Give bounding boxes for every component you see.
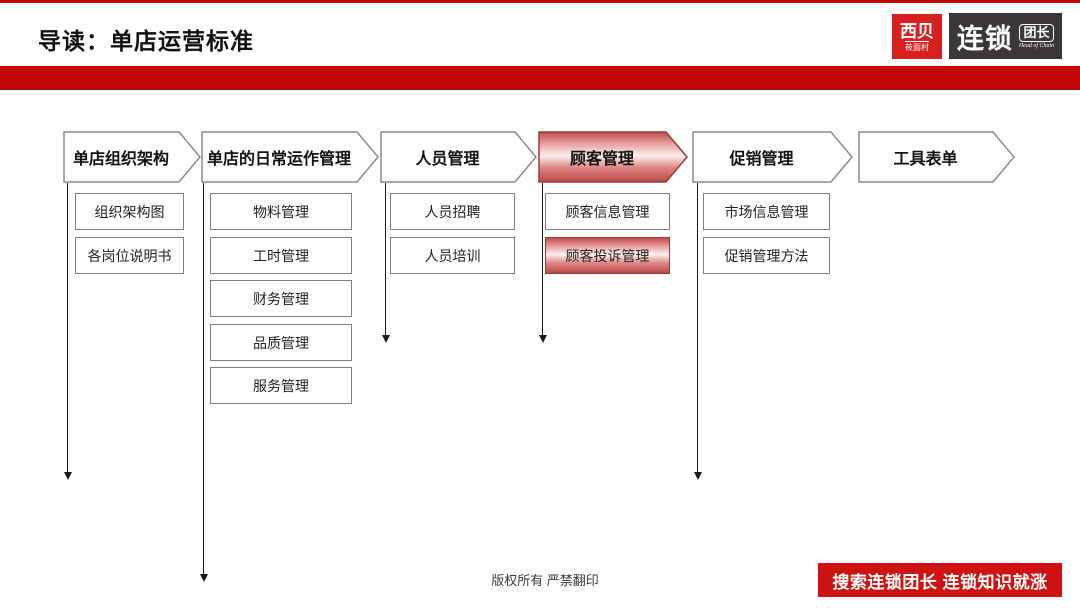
diagram-item: 工时管理 (210, 237, 352, 274)
diagram-item-label: 人员培训 (424, 247, 481, 264)
arrowhead-icon (693, 472, 702, 480)
copyright-text: 版权所有 严禁翻印 (491, 573, 599, 588)
arrow-line (67, 183, 68, 473)
diagram-item-label: 工时管理 (253, 247, 309, 264)
xibei-logo-text: 西贝 (900, 21, 934, 41)
diagram-item-label: 市场信息管理 (724, 203, 809, 220)
diagram-item-label: 组织架构图 (94, 203, 165, 220)
diagram-item: 人员招聘 (390, 193, 515, 230)
diagram-item-label: 物料管理 (253, 203, 309, 220)
diagram-item: 各岗位说明书 (75, 237, 184, 274)
xibei-logo-subtext: 莜面村 (905, 40, 929, 52)
chain-leader-logo: 连锁 团长 Head of Chain (949, 13, 1062, 59)
diagram-item: 组织架构图 (75, 193, 184, 230)
diagram-item-label: 品质管理 (253, 334, 309, 351)
chevron-arrow-shape (63, 131, 201, 183)
xibei-logo: 西贝 莜面村 (892, 14, 942, 59)
diagram-item: 市场信息管理 (703, 193, 830, 230)
flow-down-arrow (63, 183, 72, 480)
column-header-label: 单店组织架构 (72, 151, 169, 168)
arrowhead-icon (199, 574, 208, 582)
diagram-item-label: 顾客信息管理 (565, 203, 650, 220)
arrow-line (542, 183, 543, 336)
flow-down-arrow (538, 183, 547, 343)
diagram-item-label: 各岗位说明书 (87, 247, 172, 264)
chain-logo-badge-group: 团长 Head of Chain (1018, 23, 1055, 49)
diagram-item: 品质管理 (210, 324, 352, 361)
diagram-item-label: 服务管理 (253, 377, 309, 394)
arrow-line (203, 183, 204, 575)
diagram-item: 顾客信息管理 (545, 193, 670, 230)
column-header: 单店的日常运作管理 (201, 131, 379, 183)
diagram-item-label: 人员招聘 (424, 203, 481, 220)
column-header-label: 工具表单 (893, 151, 958, 168)
chevron-arrow-shape (858, 131, 1015, 183)
chevron-arrow-shape (380, 131, 537, 183)
column-header-label: 单店的日常运作管理 (206, 151, 351, 168)
diagram-item: 服务管理 (210, 367, 352, 404)
arrow-line (385, 183, 386, 336)
promo-banner: 搜索连锁团长 连锁知识就涨 (818, 563, 1062, 597)
top-accent-line (0, 0, 1080, 3)
arrowhead-icon (381, 335, 390, 343)
arrowhead-icon (538, 335, 547, 343)
chain-logo-badge: 团长 (1019, 23, 1054, 42)
diagram-item-label: 财务管理 (253, 290, 309, 307)
column-header-label: 顾客管理 (569, 151, 634, 168)
header-divider-bar (0, 66, 1080, 90)
diagram-item: 财务管理 (210, 280, 352, 317)
diagram-item: 物料管理 (210, 193, 352, 230)
chain-logo-subtitle: Head of Chain (1018, 42, 1055, 49)
column-header-label: 人员管理 (415, 151, 480, 168)
column-header: 单店组织架构 (63, 131, 201, 183)
column-header: 工具表单 (858, 131, 1015, 183)
diagram-item: 顾客投诉管理 (545, 237, 670, 274)
page-title: 导读：单店运营标准 (38, 28, 254, 54)
chevron-arrow-shape (692, 131, 853, 183)
column-header: 顾客管理 (538, 131, 688, 183)
column-header: 人员管理 (380, 131, 537, 183)
diagram-item: 促销管理方法 (703, 237, 830, 274)
column-header-label: 促销管理 (729, 151, 794, 168)
column-header: 促销管理 (692, 131, 853, 183)
diagram-item-label: 顾客投诉管理 (565, 247, 650, 264)
flow-down-arrow (381, 183, 390, 343)
chain-logo-text: 连锁 (956, 23, 1013, 54)
arrowhead-icon (63, 472, 72, 480)
chevron-arrow-shape (538, 131, 688, 183)
diagram-item: 人员培训 (390, 237, 515, 274)
diagram-item-label: 促销管理方法 (724, 247, 809, 264)
flow-down-arrow (199, 183, 208, 582)
flow-down-arrow (693, 183, 702, 480)
chevron-arrow-shape (201, 131, 379, 183)
arrow-line (697, 183, 698, 473)
